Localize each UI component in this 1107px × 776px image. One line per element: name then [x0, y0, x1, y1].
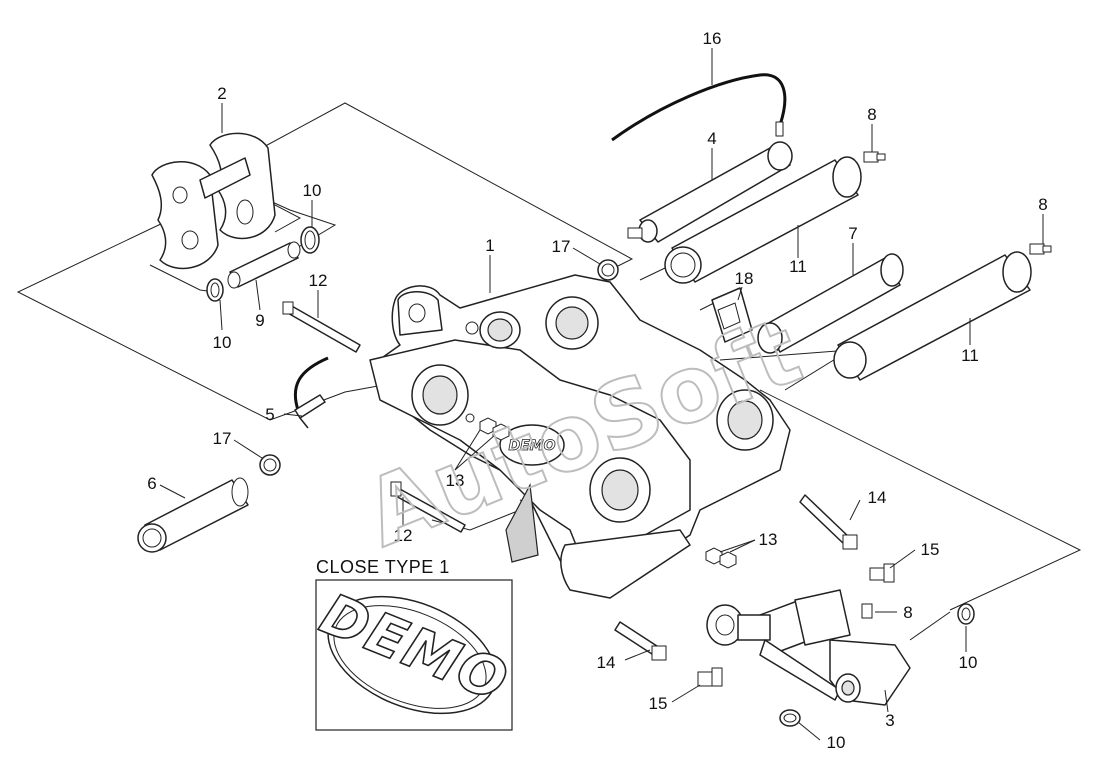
nuts-part-13-upper	[465, 413, 510, 441]
callout-3: 3	[885, 711, 894, 730]
hook-bracket-part-2	[151, 132, 276, 270]
fitting-part-15-upper	[869, 563, 895, 583]
callout-14: 14	[868, 488, 887, 507]
cylinder-part-4	[627, 141, 793, 243]
callout-15: 15	[649, 694, 668, 713]
callout-12: 12	[309, 271, 328, 290]
callout-5: 5	[265, 405, 274, 424]
detail-box-title: CLOSE TYPE 1	[316, 557, 450, 577]
callout-17: 17	[213, 429, 232, 448]
callout-9: 9	[255, 311, 264, 330]
grease-nipple-8c	[861, 603, 873, 619]
sleeve-part-7	[757, 253, 904, 354]
callout-labels: 16 4 8 8 2 10 10 9 12 1 17 11 7 18 11 5 …	[147, 29, 1047, 752]
ring-part-10a	[300, 226, 320, 254]
callout-16: 16	[703, 29, 722, 48]
callout-7: 7	[848, 224, 857, 243]
grease-nipple-8a	[863, 151, 886, 163]
pin-part-11-upper	[664, 156, 862, 284]
close-type-detail-box: CLOSE TYPE 1 DEMO	[311, 557, 519, 731]
fitting-part-15-lower	[697, 667, 723, 687]
callout-10: 10	[827, 733, 846, 752]
callout-10: 10	[303, 181, 322, 200]
bolt-part-14-lower	[614, 621, 667, 661]
bolt-part-12-lower	[390, 481, 466, 533]
hydraulic-cylinder-part-3	[706, 589, 911, 706]
callout-4: 4	[707, 129, 716, 148]
callout-leaders	[159, 48, 1044, 741]
body-logo: DEMO	[508, 438, 555, 454]
callout-10: 10	[213, 333, 232, 352]
pin-part-11-lower	[833, 251, 1032, 381]
ring-part-17-lower	[259, 454, 281, 476]
ring-part-10c	[957, 603, 975, 625]
sleeve-part-6	[137, 477, 249, 553]
callout-18: 18	[735, 269, 754, 288]
ring-part-10b	[206, 278, 224, 302]
ring-part-10d	[779, 709, 801, 727]
detail-arrow	[505, 483, 539, 563]
callout-12: 12	[394, 526, 413, 545]
callout-17: 17	[552, 237, 571, 256]
bolt-part-14-upper	[799, 494, 858, 550]
callout-15: 15	[921, 540, 940, 559]
cable-part-16	[611, 73, 787, 142]
callout-8: 8	[1038, 195, 1047, 214]
ring-part-17-upper	[597, 259, 619, 281]
callout-1: 1	[485, 236, 494, 255]
nuts-part-13-lower	[705, 547, 737, 569]
callout-11: 11	[961, 346, 979, 365]
callout-13: 13	[759, 530, 778, 549]
callout-11: 11	[789, 257, 807, 276]
callout-14: 14	[597, 653, 616, 672]
callout-10: 10	[959, 653, 978, 672]
callout-13: 13	[446, 471, 465, 490]
coupler-body-part-1: DEMO	[369, 274, 791, 599]
callout-8: 8	[903, 603, 912, 622]
spring-pin-part-5	[293, 356, 329, 429]
bolt-part-12-upper	[282, 301, 361, 353]
lock-plate-part-18	[711, 287, 753, 343]
callout-8: 8	[867, 105, 876, 124]
callout-6: 6	[147, 474, 156, 493]
grease-nipple-8b	[1029, 243, 1052, 255]
pin-part-9	[227, 241, 301, 289]
callout-2: 2	[217, 84, 226, 103]
